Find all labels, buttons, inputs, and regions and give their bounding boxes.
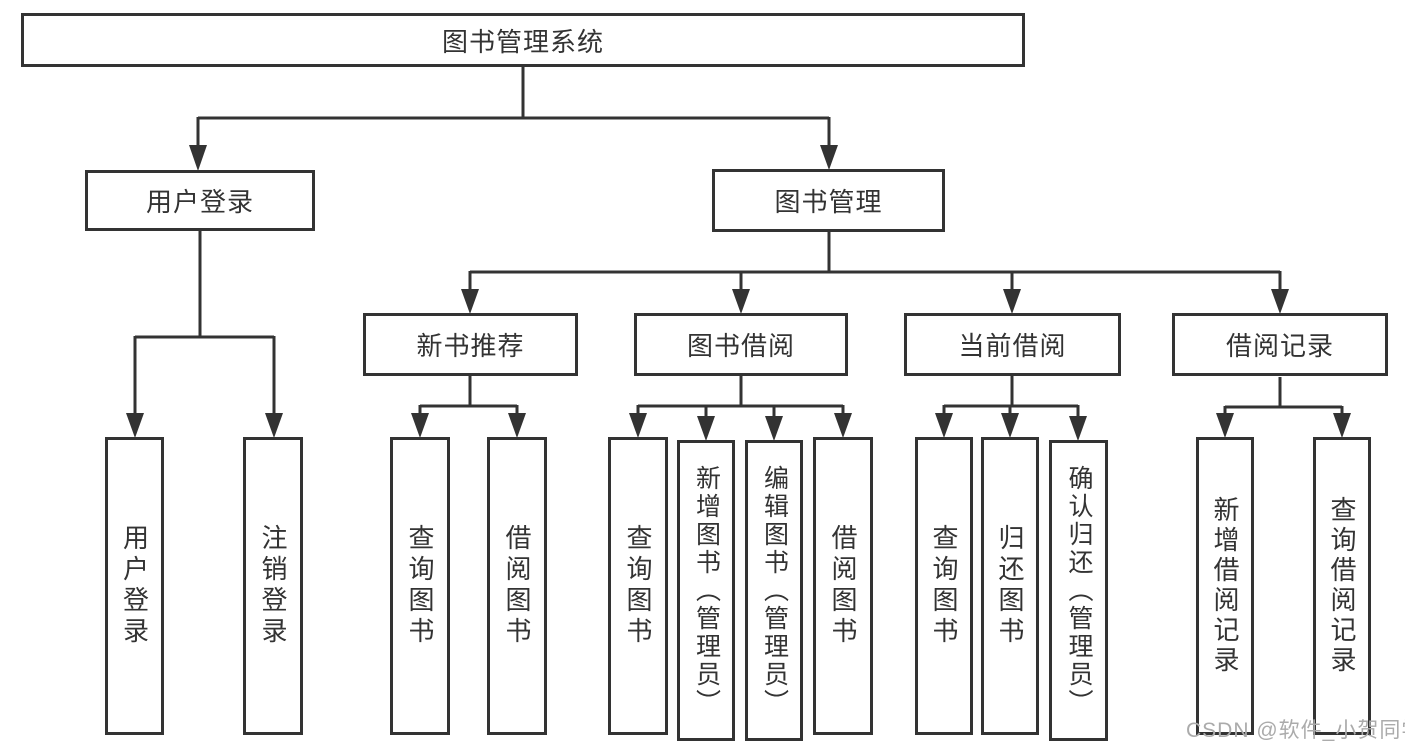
arrowhead	[629, 413, 647, 438]
arrowhead	[765, 416, 783, 441]
arrowhead	[1333, 413, 1351, 438]
arrowhead	[411, 413, 429, 438]
connector-user-login	[126, 231, 283, 438]
leaf-confirm-return-admin: 确认归还（管理员）	[1049, 440, 1108, 741]
node-new-book-recommend: 新书推荐	[363, 313, 578, 376]
connector-section-3	[935, 376, 1087, 441]
node-root: 图书管理系统	[21, 13, 1025, 67]
leaf-edit-books-admin: 编辑图书（管理员）	[745, 440, 803, 741]
arrowhead	[834, 413, 852, 438]
node-book-borrow: 图书借阅	[634, 313, 848, 376]
leaf-query-books-current: 查询图书	[915, 437, 973, 735]
connector-book-management	[461, 231, 1289, 314]
leaf-query-books-borrow: 查询图书	[608, 437, 668, 735]
arrowhead	[697, 416, 715, 441]
arrowhead	[1216, 413, 1234, 438]
arrowhead	[1271, 289, 1289, 314]
leaf-user-login: 用户登录	[105, 437, 164, 735]
arrowhead	[1001, 413, 1019, 438]
arrowhead	[935, 413, 953, 438]
leaf-query-books-recommend: 查询图书	[390, 437, 450, 735]
arrowhead	[732, 289, 750, 314]
leaf-return-books: 归还图书	[981, 437, 1039, 735]
arrowhead	[461, 289, 479, 314]
watermark: CSDN @软件_小贺同学	[1186, 719, 1405, 742]
arrowhead	[1003, 289, 1021, 314]
node-user-login: 用户登录	[85, 170, 315, 231]
leaf-borrow-books-recommend: 借阅图书	[487, 437, 547, 735]
leaf-add-borrow-record: 新增借阅记录	[1196, 437, 1254, 735]
node-book-management: 图书管理	[712, 169, 945, 232]
arrowhead	[508, 413, 526, 438]
connector-section-2	[629, 376, 852, 441]
leaf-logout: 注销登录	[243, 437, 303, 735]
arrowhead	[820, 145, 838, 170]
connector-section-1	[411, 376, 526, 438]
leaf-add-books-admin: 新增图书（管理员）	[677, 440, 735, 741]
connector-section-4	[1216, 377, 1351, 438]
arrowhead	[189, 145, 207, 171]
leaf-borrow-books: 借阅图书	[813, 437, 873, 735]
arrowhead	[1069, 416, 1087, 441]
leaf-query-borrow-record: 查询借阅记录	[1313, 437, 1371, 735]
connector-root	[189, 67, 838, 171]
arrowhead	[265, 413, 283, 438]
node-current-borrow: 当前借阅	[904, 313, 1121, 376]
arrowhead	[126, 413, 144, 438]
node-borrow-records: 借阅记录	[1172, 313, 1388, 376]
